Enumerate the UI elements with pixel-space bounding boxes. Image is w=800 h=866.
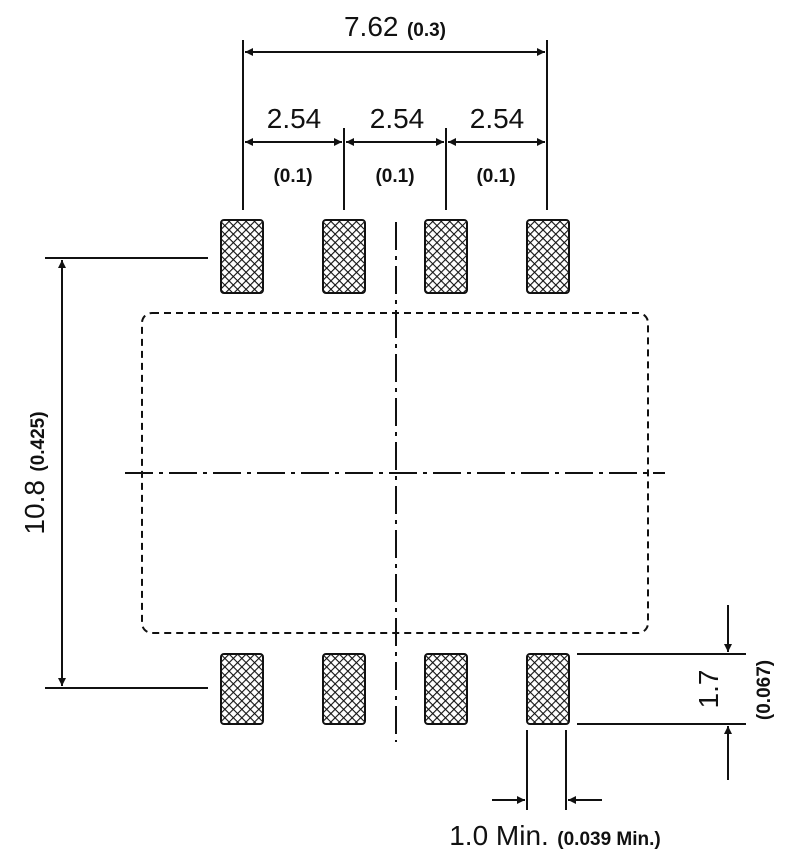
overall-width-dimension: 7.62 (0.3): [242, 11, 548, 210]
pad: [220, 219, 264, 294]
bottom-pad-row: [220, 653, 570, 725]
pitch-3-mm: 2.54: [470, 103, 525, 134]
pitch-3-inch: (0.1): [476, 166, 515, 187]
svg-text:1.0 Min. (0.039 Min.): 1.0 Min. (0.039 Min.): [449, 820, 661, 851]
svg-text:10.8 (0.425): 10.8 (0.425): [19, 411, 50, 534]
pad: [424, 653, 468, 725]
row-spacing-dimension: 10.8 (0.425): [19, 257, 208, 689]
overall-width-mm: 7.62: [344, 11, 399, 42]
pitch-1-mm: 2.54: [267, 103, 322, 134]
pad-width-mm: 1.0 Min.: [449, 820, 549, 851]
pad: [526, 219, 570, 294]
pad: [220, 653, 264, 725]
pad: [424, 219, 468, 294]
pad: [526, 653, 570, 725]
pad-length-dimension: 1.7 (0.067): [577, 605, 775, 780]
pad-width-dimension: 1.0 Min. (0.039 Min.): [449, 730, 661, 851]
pitch-2-mm: 2.54: [370, 103, 425, 134]
pad: [322, 653, 366, 725]
pitch-dimensions: 2.54 2.54 2.54 (0.1) (0.1) (0.1): [245, 103, 545, 210]
overall-width-inch: (0.3): [407, 20, 446, 41]
svg-text:7.62 (0.3): 7.62 (0.3): [344, 11, 446, 42]
pad-length-mm: 1.7: [693, 670, 724, 709]
top-pad-row: [220, 219, 570, 294]
pad-length-inch: (0.067): [754, 660, 775, 720]
pitch-1-inch: (0.1): [273, 166, 312, 187]
row-spacing-inch: (0.425): [28, 411, 49, 471]
row-spacing-mm: 10.8: [19, 480, 50, 535]
pad-width-inch: (0.039 Min.): [557, 829, 660, 850]
pad: [322, 219, 366, 294]
pitch-2-inch: (0.1): [375, 166, 414, 187]
